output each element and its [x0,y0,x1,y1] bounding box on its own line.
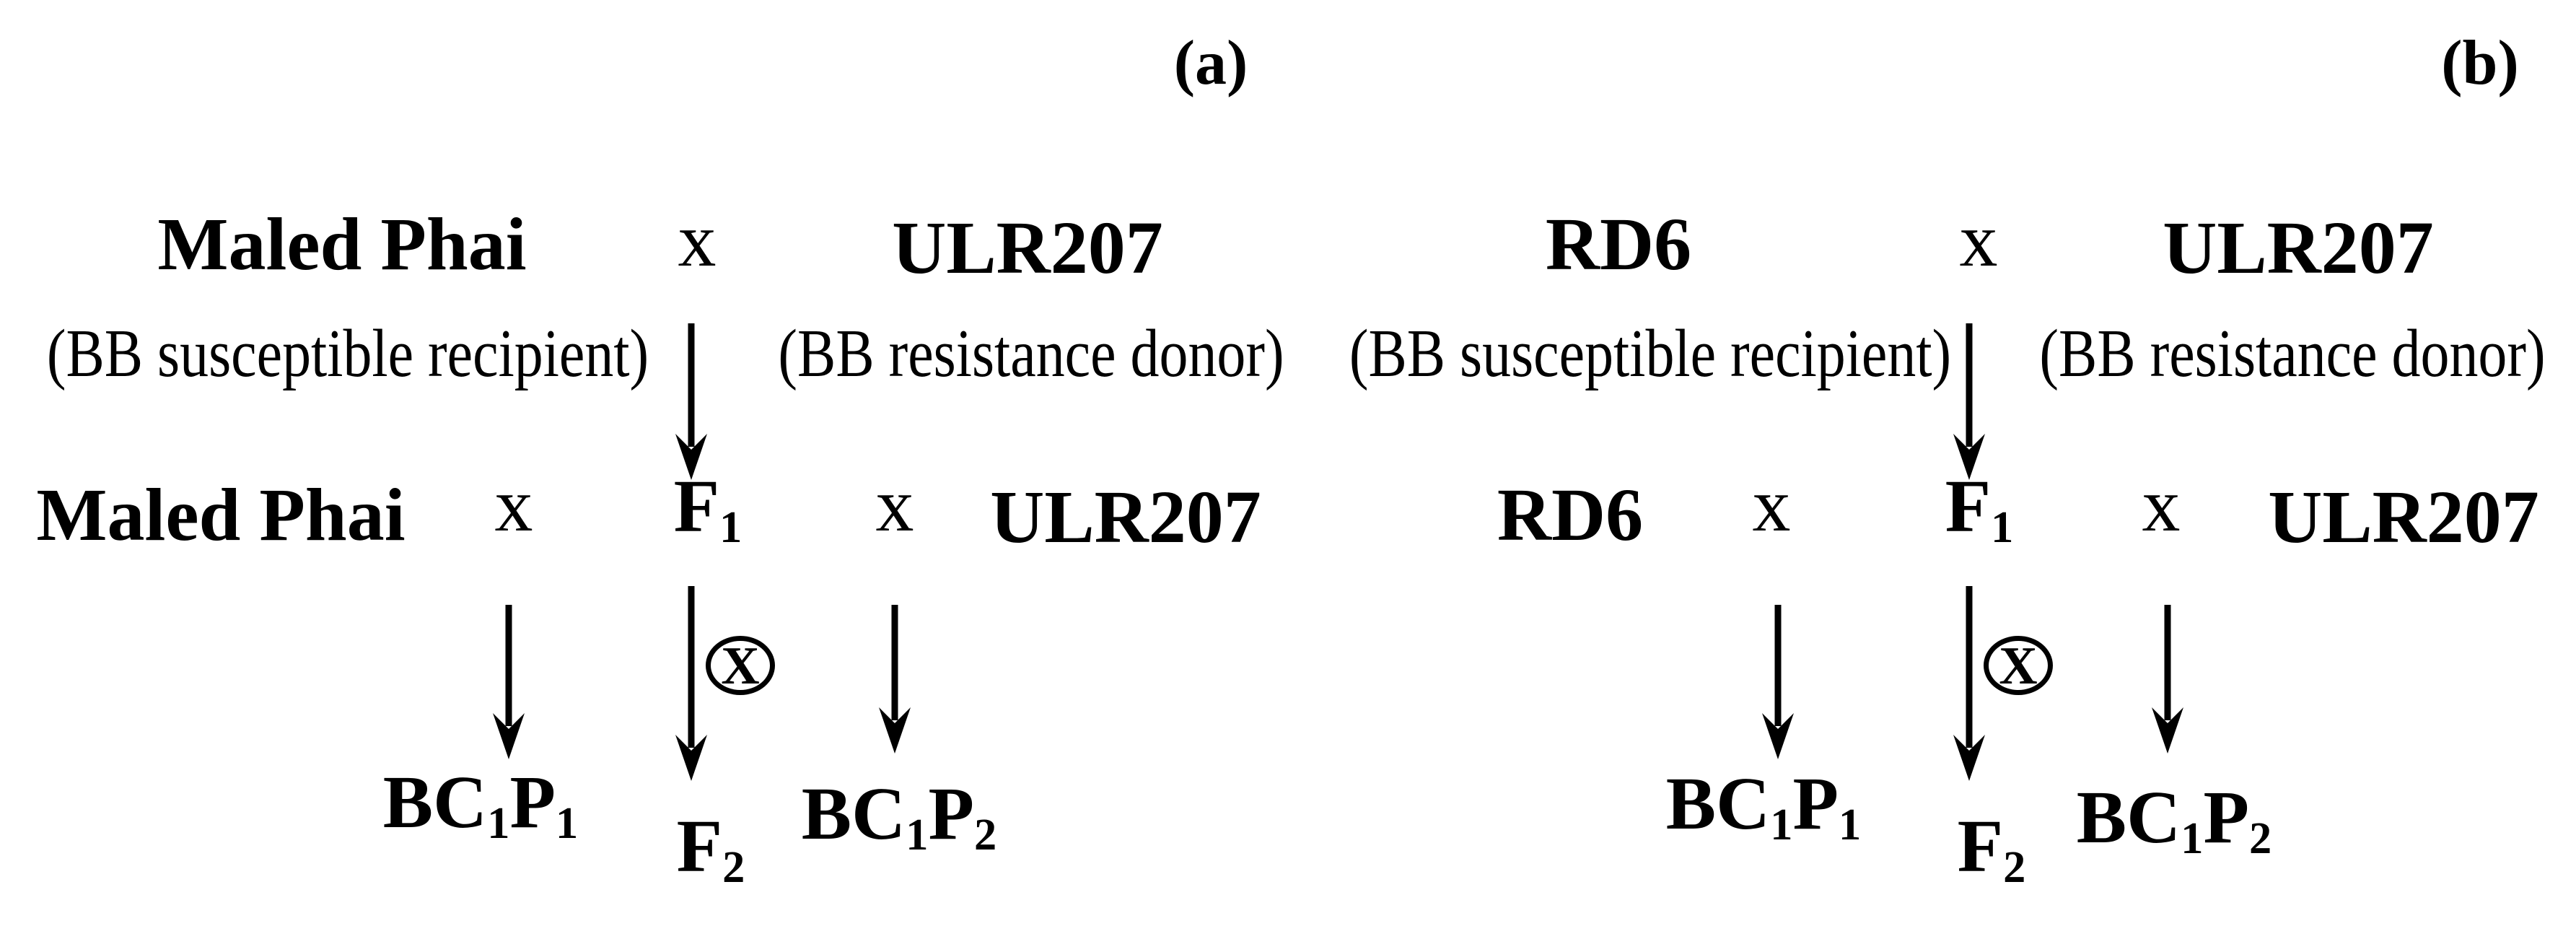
f1-base: F [1945,465,1992,548]
f2-base: F [676,805,723,888]
bc1p2-subscript: 1 [906,809,929,860]
bc1p2-label: BC1P2 [2077,780,2271,861]
bc1p2-subscript2: 2 [974,809,997,860]
cross-x-symbol: x [2142,463,2181,547]
recipient-note: (BB susceptible recipient) [46,316,649,391]
panel-b-label: (b) [2441,28,2519,98]
f2-subscript: 2 [2003,842,2026,892]
donor-name-backcross: ULR207 [2268,476,2539,559]
initial-cross-descent-arrow [1953,323,1985,480]
backcross-arrow-left [493,605,525,759]
f1-label: F1 [1945,469,2014,550]
cross-x-symbol: x [678,198,717,282]
panel-a-label: (a) [1173,28,1248,98]
selfing-symbol: X [1999,637,2038,696]
recipient-name-backcross: Maled Phai [36,473,406,556]
backcross-arrow-right [2152,605,2183,754]
bc1p1-subscript: 1 [1770,799,1793,850]
f2-label: F2 [677,809,745,890]
bc1p2-base2: P [2203,776,2250,859]
bc1p1-base2: P [509,761,556,844]
bc1p2-base2: P [928,772,975,855]
cross-x-symbol: x [494,463,533,547]
donor-note: (BB resistance donor) [2039,316,2546,391]
cross-x-symbol: x [1752,463,1791,547]
cross-x-symbol: x [875,463,914,547]
f2-subscript: 2 [722,842,745,892]
bc1p1-label: BC1P1 [1666,767,1861,847]
f1-subscript: 1 [1991,502,2014,552]
f2-base: F [1957,805,2004,888]
bc1p2-subscript2: 2 [2249,813,2272,863]
f1-subscript: 1 [719,502,742,552]
bc1p2-subscript: 1 [2181,813,2204,863]
bc1p2-base: BC [801,772,906,855]
cross-x-symbol: x [1959,198,1998,282]
recipient-note: (BB susceptible recipient) [1349,316,1952,391]
f2-label: F2 [1958,809,2026,890]
f1-base: F [673,465,720,548]
circled-x-icon: X [706,636,775,695]
bc1p1-subscript2: 1 [556,798,579,848]
initial-cross-descent-arrow [675,323,707,480]
bc1p2-base: BC [2076,776,2181,859]
selfing-symbol: X [721,637,760,696]
bc1p1-subscript2: 1 [1839,799,1862,850]
bc1p2-label: BC1P2 [802,777,996,857]
f1-label: F1 [674,469,742,550]
backcross-arrow-left [1762,605,1794,759]
selfing-descent-arrow [1953,586,1985,781]
donor-name-backcross: ULR207 [990,476,1261,559]
backcross-arrow-right [879,605,911,754]
circled-x-icon: X [1984,636,2053,695]
bc1p1-base: BC [1665,762,1771,845]
bc1p1-label: BC1P1 [383,765,578,846]
bc1p1-base2: P [1792,762,1839,845]
bc1p1-subscript: 1 [487,798,510,848]
recipient-name-initial: Maled Phai [157,203,527,286]
bc1p1-base: BC [382,761,488,844]
recipient-name-initial: RD6 [1545,203,1692,286]
donor-name-initial: ULR207 [2163,206,2434,289]
donor-name-initial: ULR207 [892,206,1163,289]
donor-note: (BB resistance donor) [778,316,1284,391]
selfing-descent-arrow [675,586,707,781]
recipient-name-backcross: RD6 [1497,473,1644,556]
